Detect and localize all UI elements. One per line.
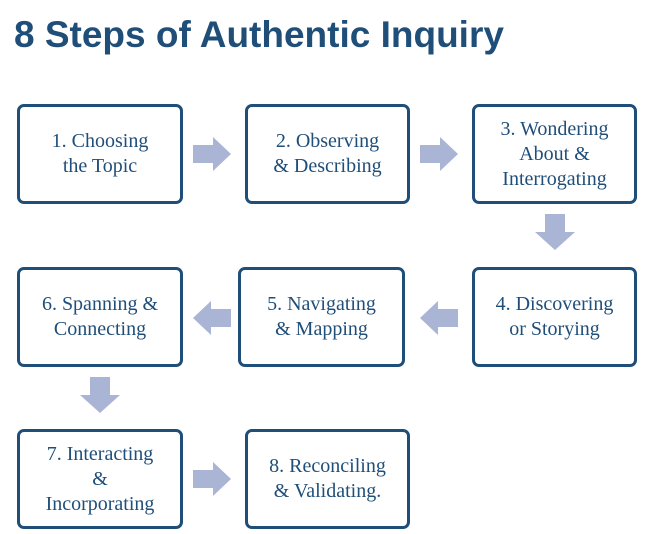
step-6-line-1: 6. Spanning & bbox=[41, 293, 159, 315]
arrow-left-icon bbox=[420, 301, 458, 335]
step-6-box: 6. Spanning & Connecting bbox=[17, 267, 183, 367]
arrow-down-icon bbox=[80, 377, 120, 413]
step-2-line-2: & Describing bbox=[273, 155, 382, 177]
step-1-line-1: 1. Choosing bbox=[51, 130, 149, 152]
step-8-line-1: 8. Reconciling bbox=[269, 455, 386, 477]
step-4-line-2: or Storying bbox=[509, 318, 600, 340]
step-2-line-1: 2. Observing bbox=[275, 130, 380, 152]
step-8-box: 8. Reconciling & Validating. bbox=[245, 429, 410, 529]
step-5-line-1: 5. Navigating bbox=[267, 293, 376, 315]
step-4-line-1: 4. Discovering bbox=[495, 293, 614, 315]
step-8-line-2: & Validating. bbox=[273, 480, 382, 502]
step-7-line-1: 7. Interacting bbox=[46, 442, 154, 465]
step-7-box: 7. Interacting & Incorporating bbox=[17, 429, 183, 529]
step-1-line-2: the Topic bbox=[62, 155, 138, 177]
step-3-box: 3. Wondering About & Interrogating bbox=[472, 104, 637, 204]
arrow-down-icon bbox=[535, 214, 575, 250]
arrow-right-icon bbox=[193, 462, 231, 496]
step-3-line-3: Interrogating bbox=[502, 167, 607, 190]
step-7-line-2: & bbox=[92, 467, 108, 490]
step-7-line-3: Incorporating bbox=[45, 492, 155, 515]
step-1-box: 1. Choosing the Topic bbox=[17, 104, 183, 204]
step-5-box: 5. Navigating & Mapping bbox=[238, 267, 405, 367]
step-3-line-1: 3. Wondering bbox=[500, 117, 609, 140]
arrow-right-icon bbox=[193, 137, 231, 171]
arrow-right-icon bbox=[420, 137, 458, 171]
arrow-left-icon bbox=[193, 301, 231, 335]
step-6-line-2: Connecting bbox=[53, 318, 147, 340]
step-2-box: 2. Observing & Describing bbox=[245, 104, 410, 204]
step-3-line-2: About & bbox=[519, 142, 590, 165]
step-4-box: 4. Discovering or Storying bbox=[472, 267, 637, 367]
step-5-line-2: & Mapping bbox=[275, 318, 368, 340]
page-title: 8 Steps of Authentic Inquiry bbox=[14, 14, 504, 55]
